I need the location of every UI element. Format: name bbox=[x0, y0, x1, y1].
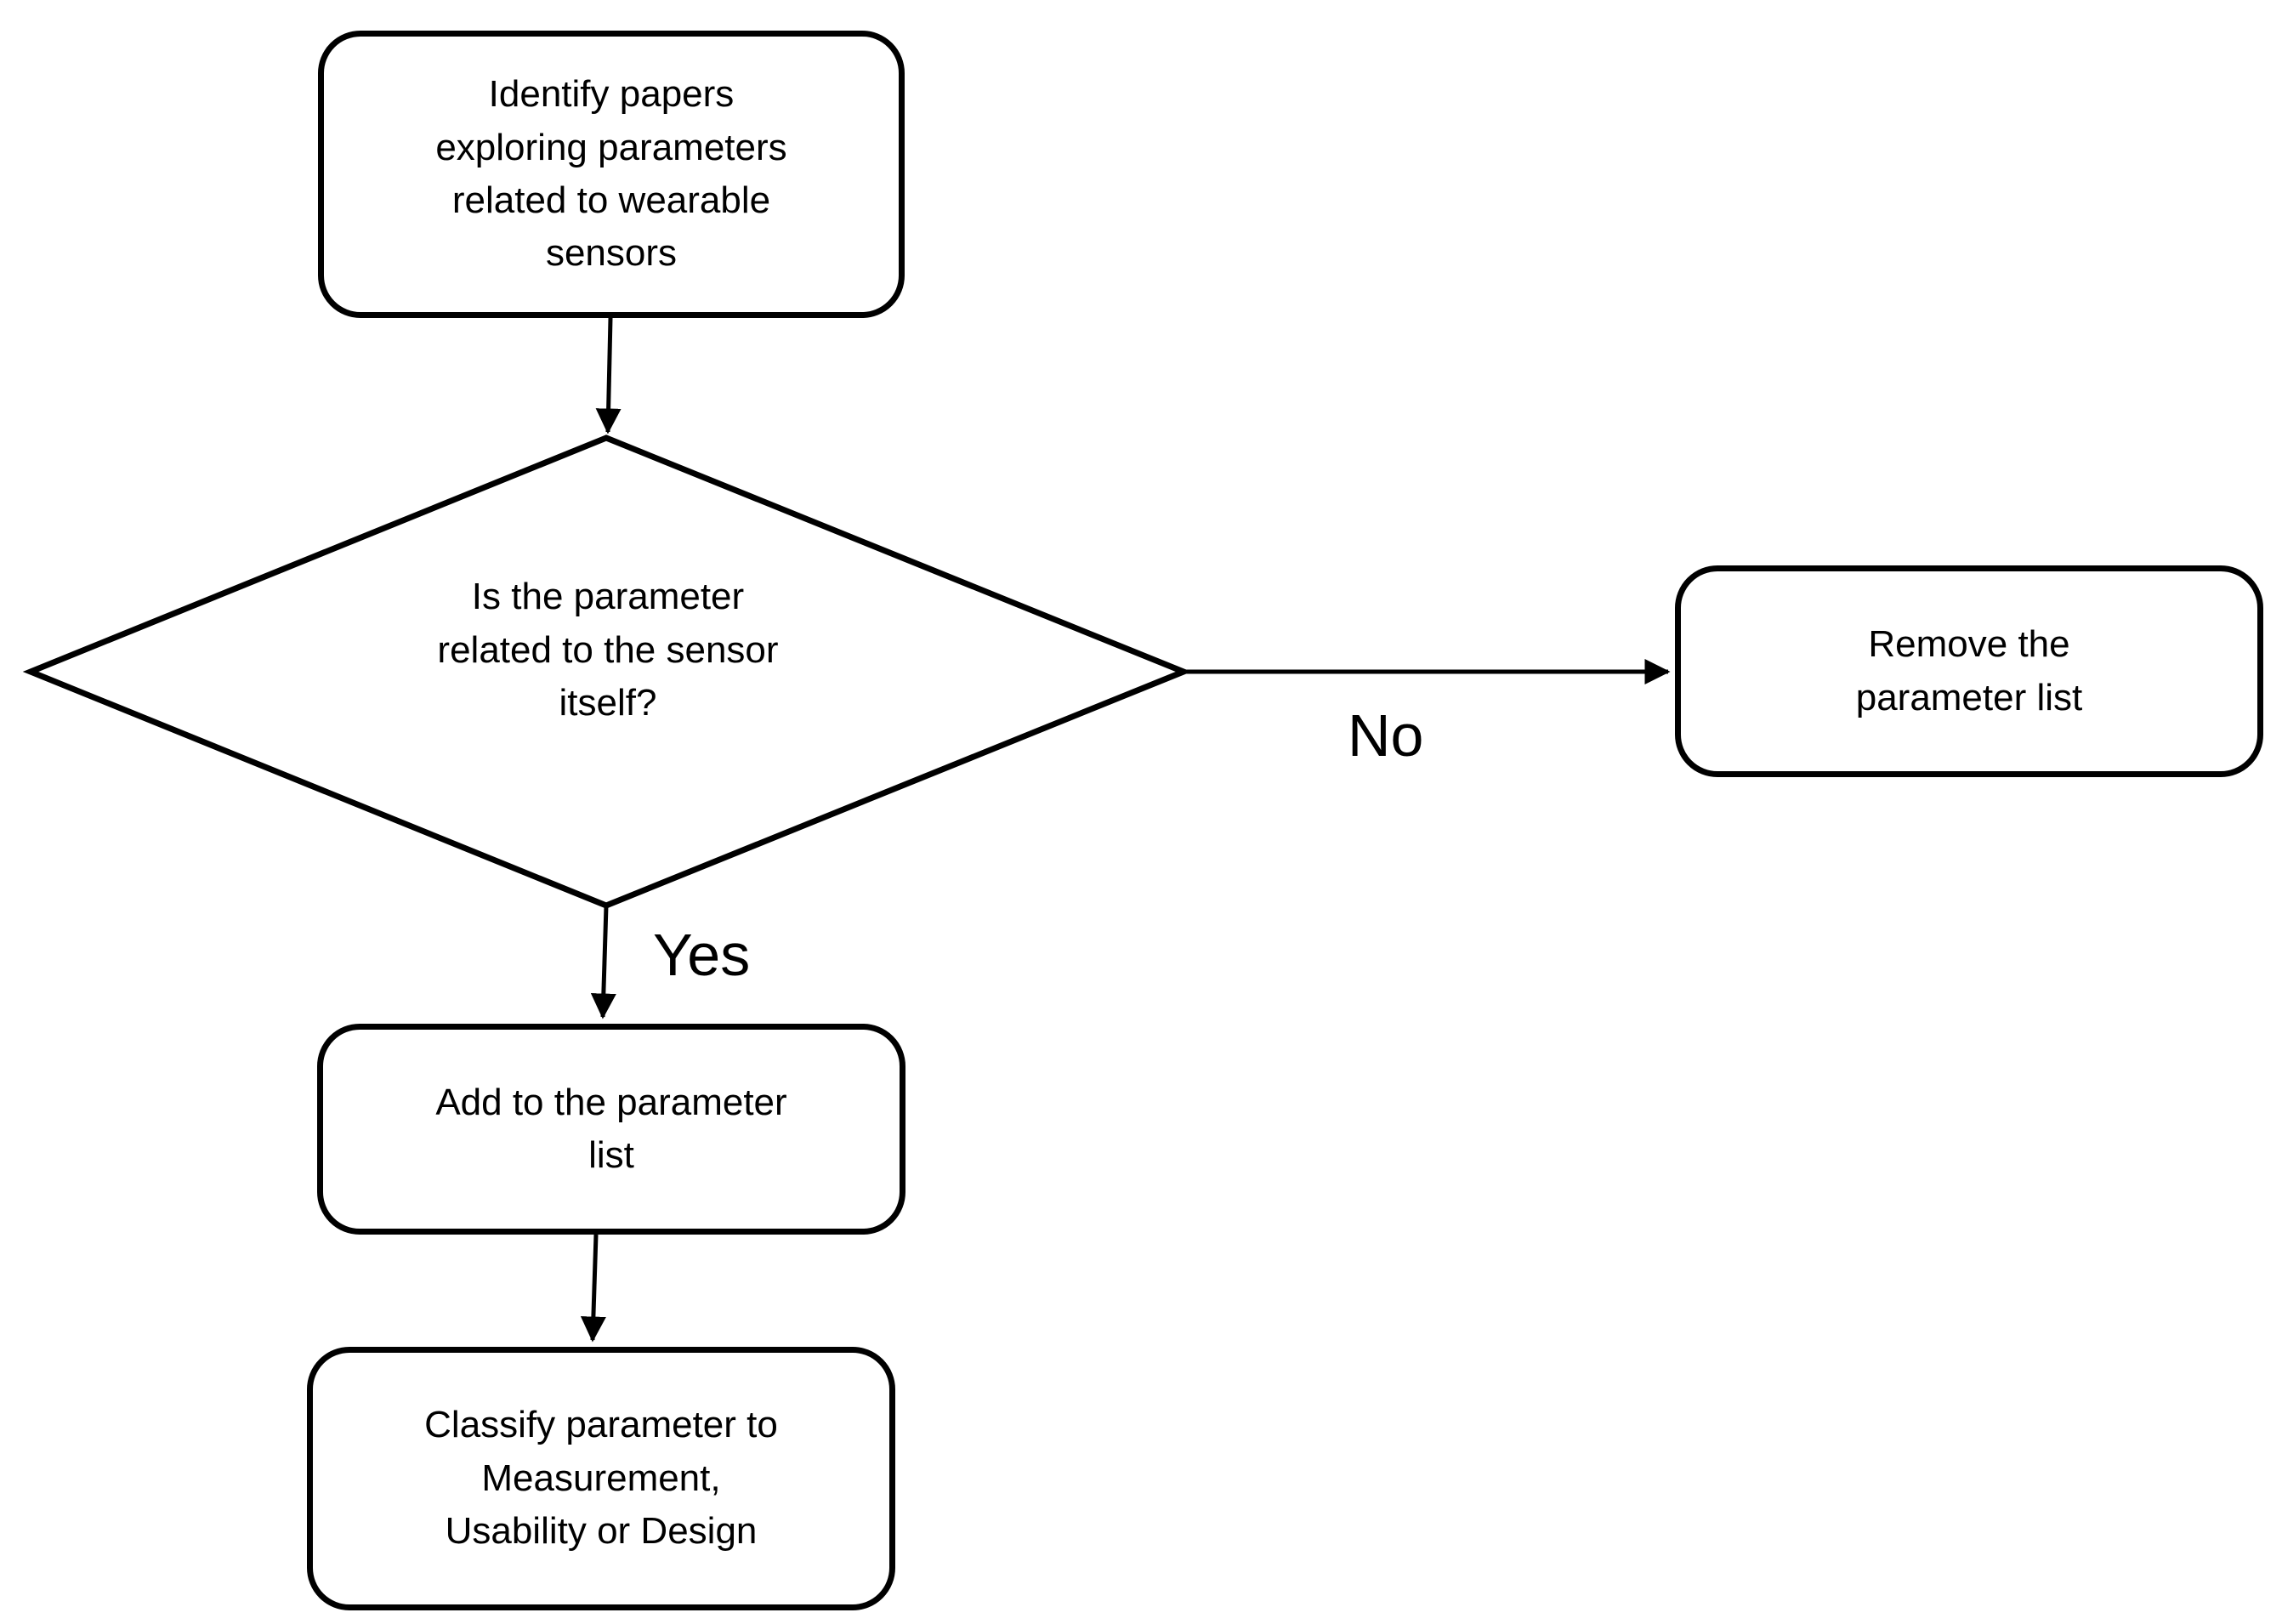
add-parameter-label: Add to the parameter list bbox=[435, 1081, 787, 1176]
add-parameter-node: Add to the parameter list bbox=[317, 1024, 905, 1235]
arrow-identify-to-decision bbox=[595, 317, 622, 434]
decision-question-label: Is the parameter related to the sensor i… bbox=[437, 576, 779, 724]
remove-parameter-label: Remove the parameter list bbox=[1855, 623, 2083, 718]
classify-parameter-node: Classify parameter to Measurement, Usabi… bbox=[307, 1347, 895, 1610]
remove-parameter-node: Remove the parameter list bbox=[1675, 565, 2263, 777]
identify-papers-node: Identify papers exploring parameters rel… bbox=[318, 31, 905, 318]
identify-papers-label: Identify papers exploring parameters rel… bbox=[435, 73, 787, 275]
arrow-add-to-classify bbox=[580, 1234, 606, 1343]
yes-branch-label: Yes bbox=[653, 922, 751, 988]
no-branch-label: No bbox=[1348, 702, 1424, 769]
arrow-decision-to-add bbox=[590, 905, 616, 1019]
classify-parameter-label: Classify parameter to Measurement, Usabi… bbox=[424, 1404, 778, 1553]
